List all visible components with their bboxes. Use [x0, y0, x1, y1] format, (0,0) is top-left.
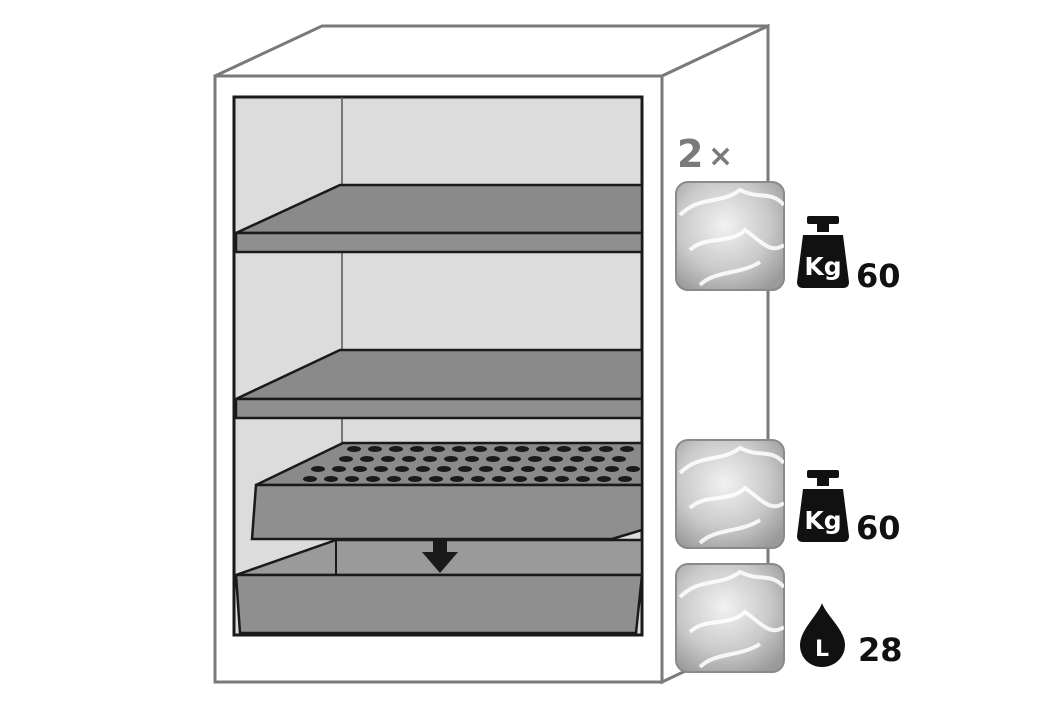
insert-hole [429, 476, 443, 482]
insert-hole [536, 446, 550, 452]
insert-hole [303, 476, 317, 482]
weight-unit-label: Kg [804, 252, 841, 281]
insert-hole [368, 446, 382, 452]
insert-hole [570, 456, 584, 462]
insert-hole [563, 466, 577, 472]
insert-hole [479, 466, 493, 472]
insert-hole [360, 456, 374, 462]
insert-hole [353, 466, 367, 472]
insert-hole [410, 446, 424, 452]
insert-hole [528, 456, 542, 462]
insert-hole [521, 466, 535, 472]
insert-hole [423, 456, 437, 462]
sump-capacity-value: 28 [858, 631, 903, 669]
shelf-1 [234, 183, 644, 254]
insert-hole [626, 466, 640, 472]
multiplier-label: 2 × [677, 132, 733, 176]
insert-hole [345, 476, 359, 482]
multiplier-symbol: × [708, 139, 733, 174]
insert-holes [303, 446, 640, 482]
material-tile-2 [675, 439, 785, 549]
insert-hole [311, 466, 325, 472]
insert-hole [507, 456, 521, 462]
insert-hole [494, 446, 508, 452]
insert-hole [402, 456, 416, 462]
insert-hole [557, 446, 571, 452]
insert-hole [542, 466, 556, 472]
insert-hole [473, 446, 487, 452]
weight-icon: Kg [797, 470, 849, 542]
insert-hole [471, 476, 485, 482]
material-tile-3 [675, 563, 785, 673]
insert-hole [500, 466, 514, 472]
droplet-icon: L [800, 603, 845, 667]
insert-hole [599, 446, 613, 452]
insert-hole [534, 476, 548, 482]
insert-hole [450, 476, 464, 482]
insert-hole [324, 476, 338, 482]
insert-hole [387, 476, 401, 482]
insert-hole [584, 466, 598, 472]
insert-load-value: 60 [856, 509, 901, 547]
capacity-unit-label: L [815, 637, 829, 662]
multiplier-count: 2 [677, 132, 703, 176]
insert-hole [515, 446, 529, 452]
insert-hole [437, 466, 451, 472]
insert-hole [492, 476, 506, 482]
insert-hole [576, 476, 590, 482]
insert-hole [605, 466, 619, 472]
insert-hole [513, 476, 527, 482]
insert-hole [555, 476, 569, 482]
shelf-load-value: 60 [856, 257, 901, 295]
insert-hole [381, 456, 395, 462]
shelf-2 [234, 348, 644, 420]
insert-hole [444, 456, 458, 462]
insert-hole [366, 476, 380, 482]
insert-hole [465, 456, 479, 462]
insert-hole [486, 456, 500, 462]
weight-icon: Kg [797, 216, 849, 288]
insert-hole [620, 446, 634, 452]
insert-hole [549, 456, 563, 462]
arrow-down-icon [422, 541, 458, 573]
weight-unit-label: Kg [804, 506, 841, 535]
insert-hole [395, 466, 409, 472]
insert-hole [347, 446, 361, 452]
insert-hole [416, 466, 430, 472]
insert-hole [332, 466, 346, 472]
insert-hole [389, 446, 403, 452]
insert-hole [618, 476, 632, 482]
perforated-insert [250, 441, 644, 541]
insert-hole [339, 456, 353, 462]
insert-hole [452, 446, 466, 452]
insert-hole [597, 476, 611, 482]
insert-hole [578, 446, 592, 452]
insert-hole [458, 466, 472, 472]
insert-hole [591, 456, 605, 462]
insert-hole [612, 456, 626, 462]
material-tile-1 [675, 181, 785, 291]
insert-hole [374, 466, 388, 472]
insert-hole [431, 446, 445, 452]
insert-hole [408, 476, 422, 482]
